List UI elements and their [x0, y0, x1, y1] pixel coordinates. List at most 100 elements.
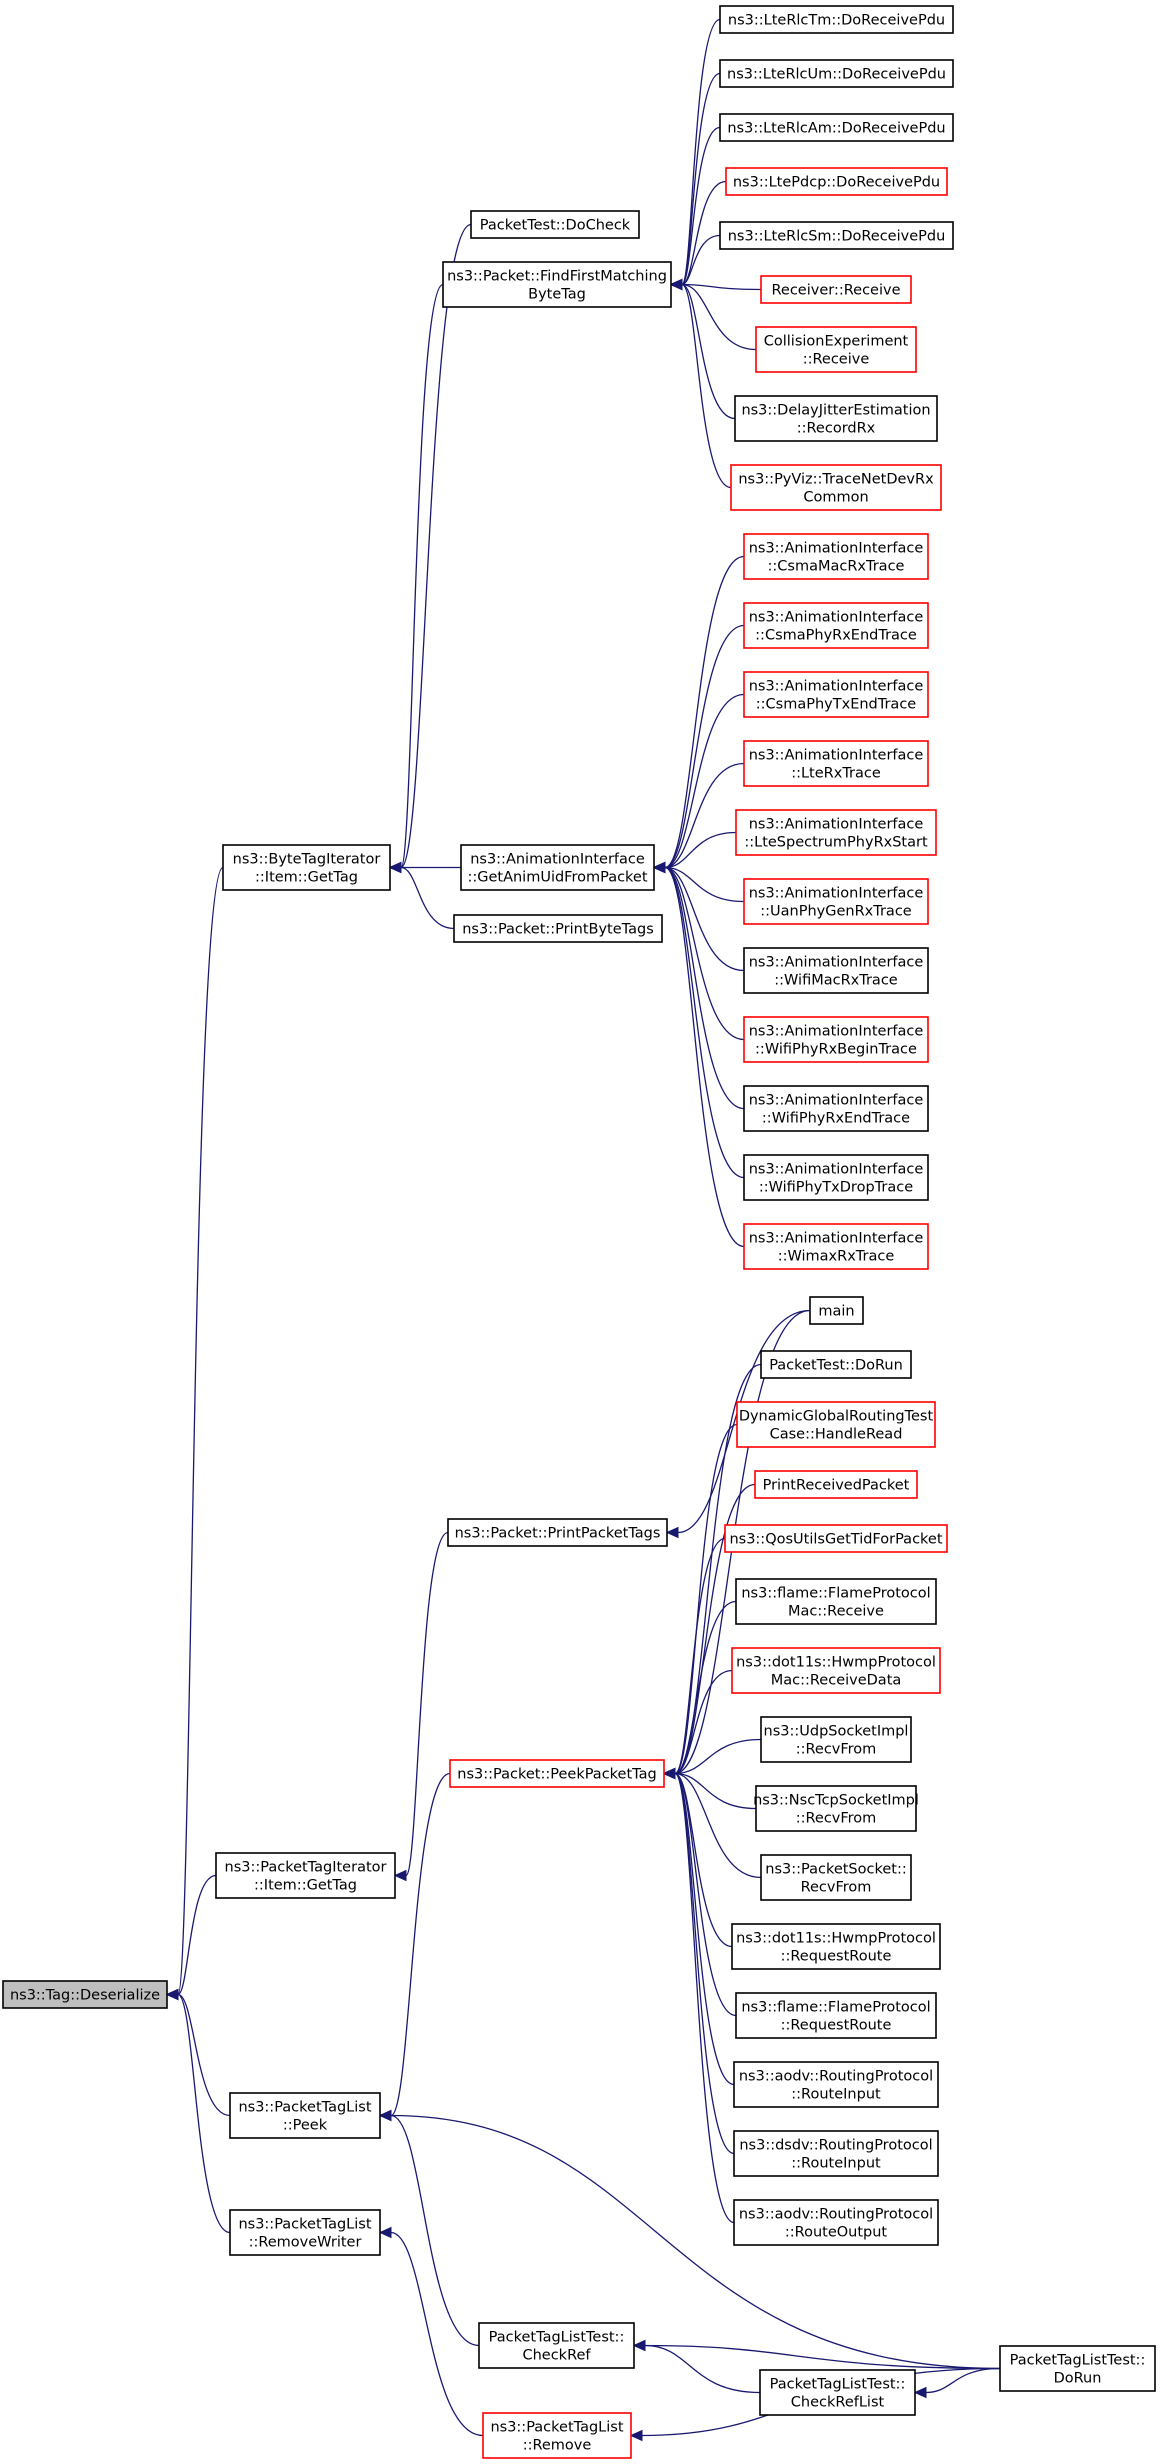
node-label: ns3::aodv::RoutingProtocol — [739, 2207, 933, 2223]
graph-node-getanimuid[interactable]: ns3::AnimationInterface::GetAnimUidFromP… — [460, 844, 655, 891]
graph-node-printreceived[interactable]: PrintReceivedPacket — [754, 1470, 918, 1499]
node-label: ns3::ByteTagIterator — [233, 852, 381, 868]
graph-node-wifiphyrxbegin[interactable]: ns3::AnimationInterface::WifiPhyRxBeginT… — [743, 1016, 929, 1063]
call-edge-line — [674, 1772, 735, 2155]
node-box — [735, 1578, 937, 1625]
call-edge-checkref-to-ptl_peek — [378, 2109, 480, 2347]
graph-node-ltespectrum[interactable]: ns3::AnimationInterface::LteSpectrumPhyR… — [735, 809, 937, 856]
graph-node-csmamacrx[interactable]: ns3::AnimationInterface::CsmaMacRxTrace — [743, 533, 929, 580]
call-edge-ptl_remove-to-ptl_removewriter — [378, 2226, 484, 2437]
graph-node-hwmpmacreceive[interactable]: ns3::dot11s::HwmpProtocolMac::ReceiveDat… — [731, 1647, 941, 1694]
graph-node-printpackettags[interactable]: ns3::Packet::PrintPacketTags — [447, 1518, 668, 1547]
graph-node-csmaphytxend[interactable]: ns3::AnimationInterface::CsmaPhyTxEndTra… — [743, 671, 929, 718]
call-edge-line — [681, 180, 727, 286]
graph-node-collision[interactable]: CollisionExperiment::Receive — [755, 326, 917, 373]
graph-node-udprecv[interactable]: ns3::UdpSocketImpl::RecvFrom — [760, 1716, 912, 1763]
graph-node-rlctm[interactable]: ns3::LteRlcTm::DoReceivePdu — [719, 5, 954, 34]
graph-node-wifiphytxdrop[interactable]: ns3::AnimationInterface::WifiPhyTxDropTr… — [743, 1154, 929, 1201]
graph-node-packetsocketrecv[interactable]: ns3::PacketSocket::RecvFrom — [760, 1854, 912, 1901]
node-label: ::UanPhyGenRxTrace — [760, 904, 912, 920]
call-edge-csmaphyrxend-to-getanimuid — [652, 624, 745, 874]
node-label: ns3::AnimationInterface — [749, 1024, 924, 1040]
graph-node-receiver[interactable]: Receiver::Receive — [760, 275, 912, 304]
node-label: Mac::ReceiveData — [771, 1673, 902, 1689]
node-box — [743, 947, 929, 994]
node-box — [743, 671, 929, 718]
call-edge-line — [664, 866, 745, 1179]
graph-node-rlcum[interactable]: ns3::LteRlcUm::DoReceivePdu — [719, 59, 954, 88]
node-label: ns3::AnimationInterface — [749, 886, 924, 902]
graph-node-packettest_dorun[interactable]: PacketTest::DoRun — [760, 1350, 912, 1379]
call-edge-line — [681, 126, 721, 286]
call-edge-aodvrouteinput-to-peekpackettag — [662, 1767, 735, 2086]
graph-node-flameroute[interactable]: ns3::flame::FlameProtocol::RequestRoute — [735, 1992, 937, 2039]
call-edge-packetsocketrecv-to-peekpackettag — [662, 1767, 762, 1879]
graph-node-ptl_removewriter[interactable]: ns3::PacketTagList::RemoveWriter — [229, 2209, 381, 2256]
graph-node-wifimacrx[interactable]: ns3::AnimationInterface::WifiMacRxTrace — [743, 947, 929, 994]
node-box — [743, 740, 929, 787]
graph-node-bti_gettag[interactable]: ns3::ByteTagIterator::Item::GetTag — [222, 844, 391, 891]
node-box — [743, 533, 929, 580]
node-label: ns3::AnimationInterface — [749, 1162, 924, 1178]
graph-node-main[interactable]: main — [809, 1296, 864, 1325]
call-edge-rlctm-to-findfirst — [669, 18, 721, 291]
call-edge-line — [400, 283, 444, 869]
graph-node-aodvrouteoutput[interactable]: ns3::aodv::RoutingProtocol::RouteOutput — [733, 2199, 939, 2246]
node-label: ns3::dsdv::RoutingProtocol — [739, 2138, 932, 2154]
node-box — [719, 113, 954, 142]
graph-node-peekpackettag[interactable]: ns3::Packet::PeekPacketTag — [449, 1759, 665, 1788]
graph-node-pti_gettag[interactable]: ns3::PacketTagIterator::Item::GetTag — [215, 1852, 396, 1899]
graph-node-rlcsm[interactable]: ns3::LteRlcSm::DoReceivePdu — [719, 221, 954, 250]
node-label: ns3::AnimationInterface — [749, 955, 924, 971]
call-edge-printpackettags-to-pti_gettag — [393, 1531, 449, 1882]
node-box — [229, 2209, 381, 2256]
graph-node-lterx[interactable]: ns3::AnimationInterface::LteRxTrace — [743, 740, 929, 787]
call-edge-bti_gettag-to-deserialize — [165, 866, 224, 2001]
graph-node-ptl_remove[interactable]: ns3::PacketTagList::Remove — [482, 2412, 632, 2459]
graph-node-hwmproute[interactable]: ns3::dot11s::HwmpProtocol::RequestRoute — [731, 1923, 941, 1970]
graph-node-pdcp[interactable]: ns3::LtePdcp::DoReceivePdu — [725, 167, 948, 196]
node-label: ns3::PacketTagList — [238, 2100, 371, 2116]
graph-node-ptl_peek[interactable]: ns3::PacketTagList::Peek — [229, 2092, 381, 2139]
node-box — [478, 2322, 635, 2369]
node-box — [735, 1992, 937, 2039]
graph-node-wimaxrx[interactable]: ns3::AnimationInterface::WimaxRxTrace — [743, 1223, 929, 1270]
graph-node-rlcam[interactable]: ns3::LteRlcAm::DoReceivePdu — [719, 113, 954, 142]
graph-node-delayjitter[interactable]: ns3::DelayJitterEstimation::RecordRx — [734, 395, 938, 442]
graph-node-checkref[interactable]: PacketTagListTest::CheckRef — [478, 2322, 635, 2369]
graph-node-qosutils[interactable]: ns3::QosUtilsGetTidForPacket — [724, 1524, 948, 1553]
node-label: Mac::Receive — [788, 1604, 884, 1620]
call-edge-line — [677, 1309, 811, 1534]
arrowhead-icon — [629, 2429, 643, 2442]
call-edge-line — [674, 1600, 737, 1775]
node-label: ns3::LteRlcSm::DoReceivePdu — [728, 229, 946, 245]
call-edge-line — [664, 624, 745, 869]
call-edge-line — [681, 18, 721, 286]
node-label: ns3::Packet::PrintPacketTags — [455, 1526, 661, 1542]
call-edge-line — [925, 2367, 1001, 2394]
graph-node-printbytetags[interactable]: ns3::Packet::PrintByteTags — [453, 914, 663, 943]
call-edge-line — [664, 866, 745, 903]
node-box — [2, 1980, 168, 2009]
graph-node-dsdvrouteinput[interactable]: ns3::dsdv::RoutingProtocol::RouteInput — [733, 2130, 939, 2177]
call-edge-csmamacrx-to-getanimuid — [652, 555, 745, 874]
graph-node-csmaphyrxend[interactable]: ns3::AnimationInterface::CsmaPhyRxEndTra… — [743, 602, 929, 649]
graph-node-packettest_docheck[interactable]: PacketTest::DoCheck — [470, 210, 640, 239]
node-label: ::CsmaPhyRxEndTrace — [755, 628, 917, 644]
node-box — [731, 1923, 941, 1970]
node-label: ns3::AnimationInterface — [470, 852, 645, 868]
graph-node-ptltest_dorun[interactable]: PacketTagListTest::DoRun — [999, 2345, 1156, 2392]
graph-node-uanphy[interactable]: ns3::AnimationInterface::UanPhyGenRxTrac… — [743, 878, 929, 925]
node-label: ::Receive — [803, 352, 870, 368]
call-edge-printbytetags-to-bti_gettag — [388, 861, 455, 930]
call-edge-csmaphytxend-to-getanimuid — [652, 693, 745, 874]
graph-node-wifiphyrxend[interactable]: ns3::AnimationInterface::WifiPhyRxEndTra… — [743, 1085, 929, 1132]
node-label: ns3::Packet::PrintByteTags — [462, 922, 654, 938]
graph-node-aodvrouteinput[interactable]: ns3::aodv::RoutingProtocol::RouteInput — [733, 2061, 939, 2108]
graph-node-checkreflist[interactable]: PacketTagListTest::CheckRefList — [759, 2369, 916, 2416]
graph-node-nsctcprecv[interactable]: ns3::NscTcpSocketImpl::RecvFrom — [753, 1785, 919, 1832]
